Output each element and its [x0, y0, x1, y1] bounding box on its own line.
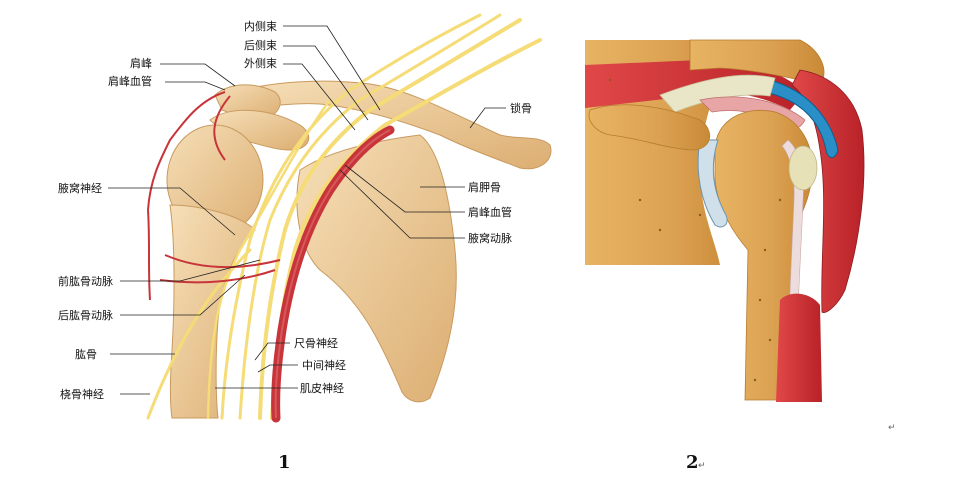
label-radial-nerve: 桡骨神经	[60, 387, 104, 401]
label-posterior-cord: 后侧束	[244, 39, 277, 52]
figure-2-return-mark: ↵	[698, 461, 706, 471]
label-musculocutaneous-nerve: 肌皮神经	[300, 381, 344, 395]
figure-2-number: 2	[686, 452, 699, 473]
figure-2-shoulder-joint-section	[585, 38, 865, 403]
label-acromial-vessels-left: 肩峰血管	[108, 74, 152, 88]
label-acromion: 肩峰	[130, 56, 152, 70]
label-lateral-cord: 外侧束	[244, 57, 277, 70]
figure-1-number: 1	[278, 452, 291, 473]
biceps-muscle-shape	[776, 294, 822, 402]
label-posterior-humeral-artery: 后肱骨动脉	[58, 308, 113, 322]
label-humerus: 肱骨	[75, 347, 97, 361]
figure-2-labels: 2 ↵ ↵	[686, 423, 896, 473]
label-axillary-artery: 腋窝动脉	[468, 231, 512, 245]
biceps-sheath-shape	[789, 146, 817, 190]
label-acromial-vessels-right: 肩峰血管	[468, 205, 512, 219]
label-scapula: 肩胛骨	[468, 180, 501, 194]
label-clavicle: 锁骨	[510, 101, 532, 115]
label-ulnar-nerve: 尺骨神经	[294, 336, 338, 350]
label-median-nerve: 中间神经	[302, 358, 346, 372]
label-axillary-nerve: 腋窝神经	[58, 181, 102, 195]
label-anterior-humeral-artery: 前肱骨动脉	[58, 274, 113, 288]
label-medial-cord: 内侧束	[244, 19, 277, 33]
corner-return-mark: ↵	[888, 423, 896, 433]
